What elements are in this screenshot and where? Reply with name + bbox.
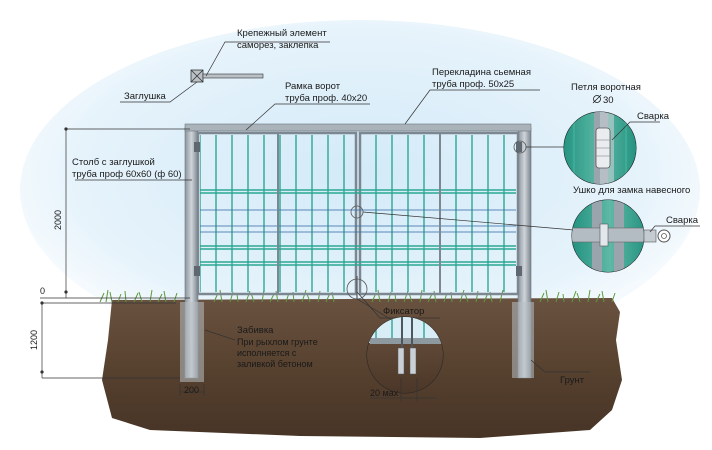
post-width-value: 200 [184,385,199,395]
lock-eye-label: Ушко для замка навесного [573,185,690,196]
gate-frame-subtitle: труба проф. 40х20 [285,93,367,104]
soil [102,298,622,438]
zero-mark: 0 [40,286,45,296]
welding-right-label: Сварка [666,215,699,226]
left-post-base [180,302,204,382]
right-post-base [512,302,534,378]
lock-callout [571,199,700,273]
crossbar [184,123,532,132]
driving-title: Забивка [237,325,274,336]
height-dimension [40,128,190,299]
fastener-title: Крепежный элемент [237,28,327,39]
hinge-callout [563,111,660,185]
height-dimension-value: 2000 [53,210,63,230]
hinges [194,142,522,276]
ground-leader [530,359,590,373]
leader-lines [356,146,575,321]
fastener-bar [202,73,264,79]
fastener-detail [120,41,330,103]
driving-line-2: исполняется с [237,348,297,358]
driving-line-1: При рыхлом грунте [237,337,318,347]
gate-frame-title: Рамка ворот [285,81,341,92]
gate-leaves [196,131,520,296]
welding-top-label: Сварка [637,111,670,122]
crossbar-title: Перекладина сьемная [432,67,531,78]
diameter-symbol [592,94,602,104]
driving-leader [204,329,236,341]
post-width-dimension [179,384,205,396]
fixator-label: Фиксатор [383,306,424,317]
post-subtitle: труба проф 60х60 (ф 60) [72,169,182,180]
hinge-title: Петля воротная [571,82,641,93]
lock-ring [657,229,671,243]
post-title: Столб с заглушкой [72,157,155,168]
driving-line-3: заливкой бетоном [237,359,313,369]
depth-dimension [41,302,180,379]
gap-dimension-value: 20 мах [370,388,399,398]
gate-label-leaders [75,89,540,319]
plug-label: Заглушка [124,91,167,102]
fixator-callout [366,316,444,402]
crossbar-subtitle: труба проф. 50х25 [432,79,514,90]
hinge-size: 30 [603,95,614,106]
depth-dimension-value: 1200 [29,330,39,350]
ground-label: Грунт [560,375,585,386]
fastener-subtitle: саморез, заклепка [237,40,319,51]
